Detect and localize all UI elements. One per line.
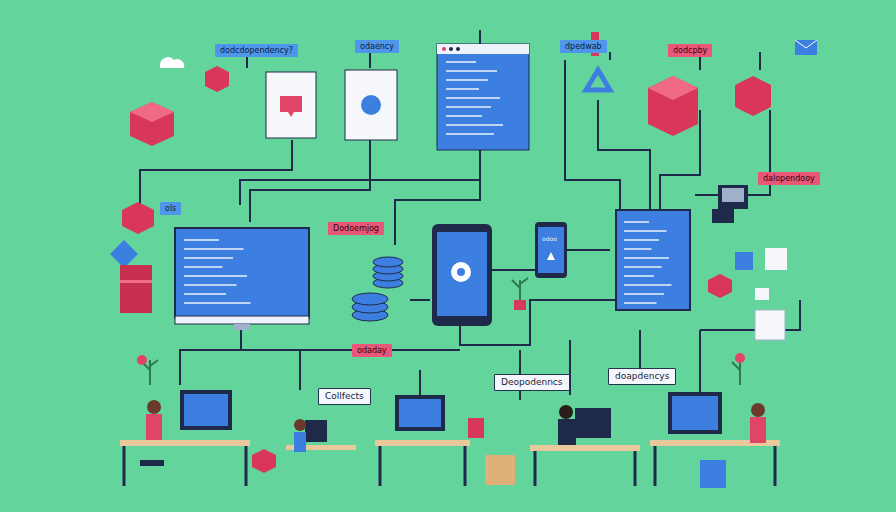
tag-label: Dodoemjog [328, 222, 384, 235]
tag-label: odaday [352, 344, 392, 357]
cloud-icon [160, 57, 184, 68]
tag-label: odaency [355, 40, 399, 53]
tag-label: Deopodenncs [494, 374, 570, 391]
tablet [432, 224, 492, 326]
code-lines [184, 62, 672, 303]
tag-label: dpedwab [560, 40, 607, 53]
tag-text: doapdencys [615, 371, 669, 381]
tag-label: dodcdopendency? [215, 44, 298, 57]
recycle-icon [586, 70, 610, 90]
server-icons [712, 185, 787, 340]
tag-text: ols [165, 204, 176, 213]
phone [535, 222, 567, 278]
tag-label: odoo [540, 233, 559, 244]
tag-text: Dodoemjog [333, 224, 379, 233]
documents [266, 44, 529, 150]
tag-text: dalopendooy [763, 174, 815, 183]
tag-text: dodcpby [673, 46, 707, 55]
desks [120, 353, 780, 488]
tag-text: Collfects [325, 391, 364, 401]
cubes [110, 32, 771, 473]
coins [352, 257, 403, 321]
wires [140, 30, 800, 400]
tag-label: Collfects [318, 388, 371, 405]
monitor [175, 228, 309, 330]
tag-text: odaday [357, 346, 387, 355]
tag-text: dpedwab [565, 42, 602, 51]
tag-label: doapdencys [608, 368, 676, 385]
tag-text: odoo [542, 235, 557, 242]
code-panel [616, 210, 690, 310]
tag-label: dalopendooy [758, 172, 820, 185]
tag-text: dodcdopendency? [220, 46, 293, 55]
tag-text: Deopodenncs [501, 377, 563, 387]
mail-icon [795, 40, 817, 55]
tag-label: ols [160, 202, 181, 215]
tag-label: dodcpby [668, 44, 712, 57]
tag-text: odaency [360, 42, 394, 51]
